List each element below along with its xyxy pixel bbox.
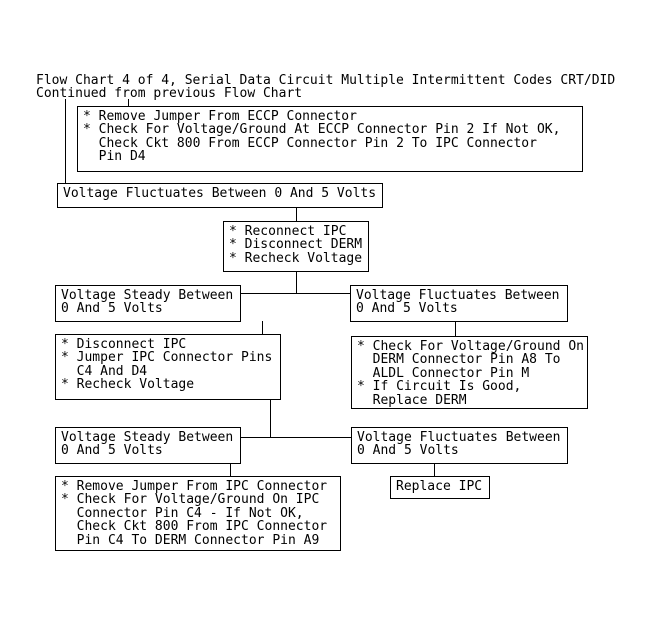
flowchart-box-eccp-jumper-check: * Remove Jumper From ECCP Connector * Ch… — [77, 106, 583, 172]
connector-steady2-to-ipc-jumper-box — [230, 463, 231, 476]
flowchart-box-replace-ipc: Replace IPC — [390, 476, 490, 499]
connector-title-to-voltage-fluctuates-1 — [65, 99, 66, 183]
flowchart-box-voltage-steady-2: Voltage Steady Between 0 And 5 Volts — [55, 427, 241, 464]
connector-branch-row5 — [241, 437, 351, 438]
flowchart-box-voltage-fluctuates-2: Voltage Fluctuates Between 0 And 5 Volts — [350, 285, 568, 322]
flowchart-box-reconnect-ipc-steps: * Reconnect IPC * Disconnect DERM * Rech… — [223, 221, 369, 272]
flowchart-box-disconnect-ipc-jumper-steps: * Disconnect IPC * Jumper IPC Connector … — [55, 334, 281, 400]
connector-steady1-to-disconnect-box — [262, 321, 263, 334]
connector-disconnect-box-down — [270, 399, 271, 437]
connector-fluctuates2-to-derm-box — [455, 321, 456, 336]
flowchart-title-line1: Flow Chart 4 of 4, Serial Data Circuit M… — [36, 73, 616, 88]
flowchart-box-ipc-jumper-check: * Remove Jumper From IPC Connector * Che… — [55, 476, 341, 551]
flowchart-box-voltage-fluctuates-1: Voltage Fluctuates Between 0 And 5 Volts — [57, 183, 383, 208]
flowchart-box-check-derm-aldl: * Check For Voltage/Ground On DERM Conne… — [351, 336, 588, 409]
connector-branch-row3 — [241, 293, 350, 294]
connector-fluctuates3-to-replace-ipc — [434, 463, 435, 476]
flowchart-box-voltage-steady-1: Voltage Steady Between 0 And 5 Volts — [55, 285, 241, 322]
flowchart-box-voltage-fluctuates-3: Voltage Fluctuates Between 0 And 5 Volts — [351, 427, 568, 464]
connector-title-to-eccp-box — [128, 99, 129, 106]
connector-reconnect-down — [296, 272, 297, 294]
connector-voltage1-to-reconnect — [296, 208, 297, 221]
flowchart-title-line2: Continued from previous Flow Chart — [36, 86, 303, 101]
